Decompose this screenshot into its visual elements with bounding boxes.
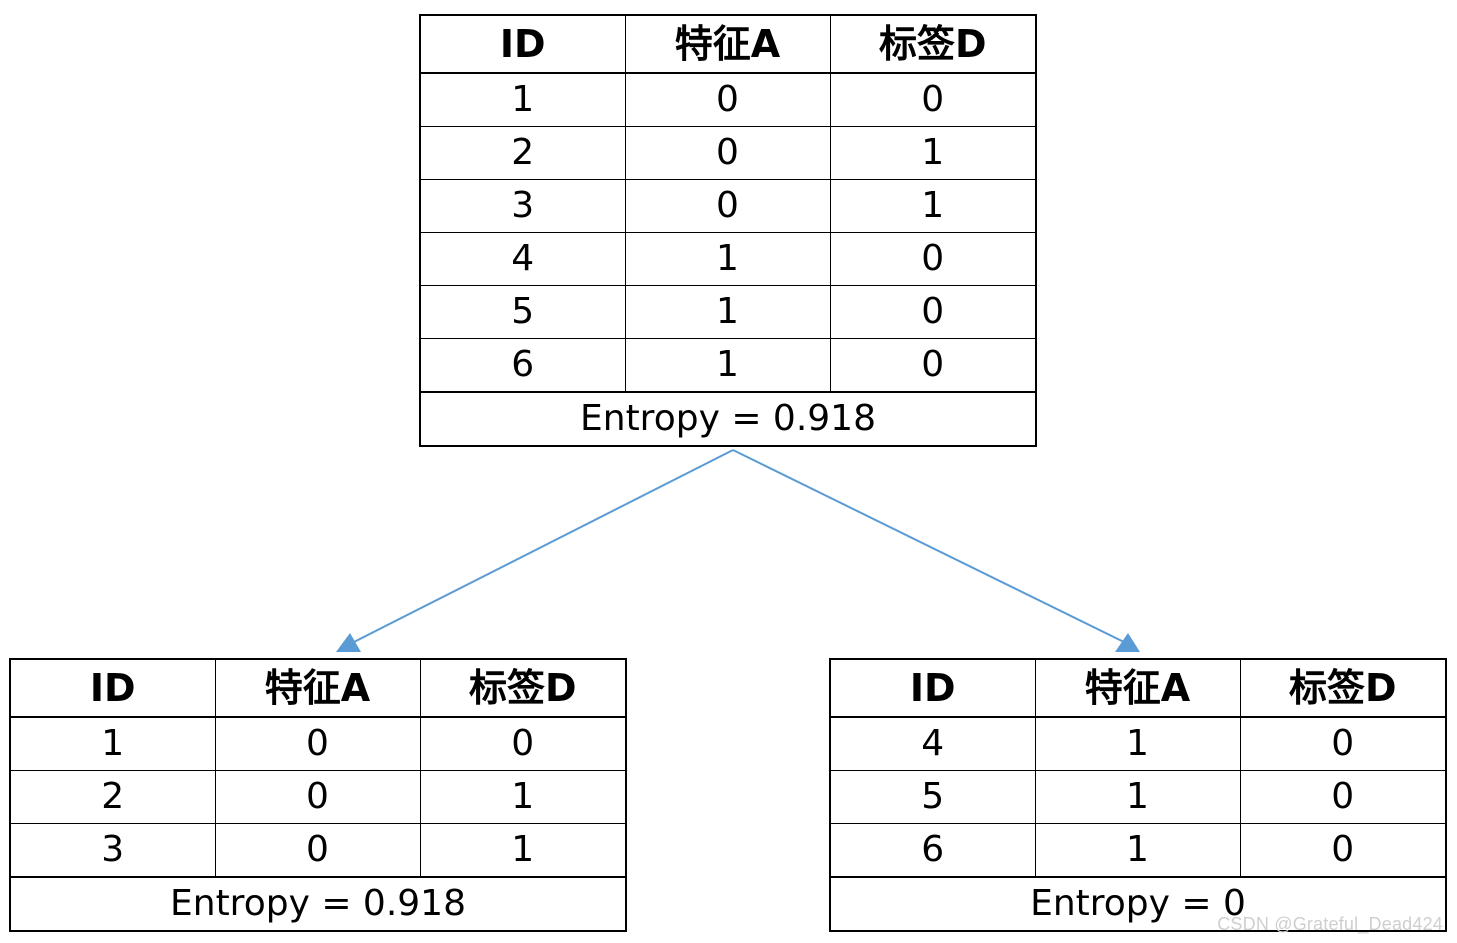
cell-id: 5 bbox=[419, 285, 626, 339]
cell-feature-a: 1 bbox=[1034, 770, 1241, 824]
cell-id: 2 bbox=[9, 770, 216, 824]
csdn-watermark: CSDN @Grateful_Dead424 bbox=[1217, 914, 1443, 934]
table-row: 4 1 0 bbox=[829, 716, 1447, 771]
cell-feature-a: 1 bbox=[624, 338, 831, 393]
cell-id: 1 bbox=[419, 72, 626, 127]
cell-feature-a: 0 bbox=[624, 72, 831, 127]
column-header-feature-a: 特征A bbox=[214, 658, 421, 718]
column-header-label-d: 标签D bbox=[419, 658, 627, 718]
entropy-row: Entropy = 0 bbox=[829, 876, 1447, 932]
cell-label-d: 0 bbox=[1239, 823, 1447, 878]
cell-id: 3 bbox=[9, 823, 216, 878]
header-row: ID 特征A 标签D bbox=[419, 14, 1037, 74]
cell-feature-a: 1 bbox=[624, 285, 831, 339]
cell-feature-a: 1 bbox=[1034, 716, 1241, 771]
table-row: 5 1 0 bbox=[419, 285, 1037, 339]
arrowhead-left bbox=[336, 633, 361, 652]
cell-feature-a: 0 bbox=[214, 823, 421, 878]
cell-label-d: 0 bbox=[829, 232, 1037, 286]
column-header-feature-a: 特征A bbox=[1034, 658, 1241, 718]
table-row: 3 0 1 bbox=[9, 823, 627, 878]
column-header-id: ID bbox=[419, 14, 626, 74]
cell-id: 1 bbox=[9, 716, 216, 771]
cell-label-d: 0 bbox=[419, 716, 627, 771]
cell-label-d: 1 bbox=[829, 126, 1037, 180]
cell-feature-a: 0 bbox=[214, 716, 421, 771]
cell-label-d: 0 bbox=[829, 72, 1037, 127]
cell-label-d: 1 bbox=[419, 770, 627, 824]
arrow-to-right-table bbox=[732, 449, 1129, 645]
right-subset-table: ID 特征A 标签D 4 1 0 5 1 0 6 1 0 Entropy = 0 bbox=[829, 658, 1447, 932]
table-row: 6 1 0 bbox=[829, 823, 1447, 878]
root-dataset-table: ID 特征A 标签D 1 0 0 2 0 1 3 0 1 4 1 0 5 1 0 bbox=[419, 14, 1037, 447]
table-row: 2 0 1 bbox=[9, 770, 627, 824]
cell-id: 5 bbox=[829, 770, 1036, 824]
arrowhead-right bbox=[1115, 633, 1140, 652]
cell-id: 2 bbox=[419, 126, 626, 180]
cell-id: 6 bbox=[419, 338, 626, 393]
table-row: 3 0 1 bbox=[419, 179, 1037, 233]
cell-id: 3 bbox=[419, 179, 626, 233]
table-row: 6 1 0 bbox=[419, 338, 1037, 393]
cell-label-d: 0 bbox=[1239, 716, 1447, 771]
entropy-row: Entropy = 0.918 bbox=[9, 876, 627, 932]
cell-label-d: 0 bbox=[829, 285, 1037, 339]
column-header-id: ID bbox=[829, 658, 1036, 718]
cell-feature-a: 0 bbox=[624, 179, 831, 233]
cell-feature-a: 1 bbox=[624, 232, 831, 286]
cell-label-d: 0 bbox=[1239, 770, 1447, 824]
table-row: 2 0 1 bbox=[419, 126, 1037, 180]
cell-feature-a: 0 bbox=[624, 126, 831, 180]
cell-id: 4 bbox=[419, 232, 626, 286]
cell-id: 6 bbox=[829, 823, 1036, 878]
table-row: 5 1 0 bbox=[829, 770, 1447, 824]
entropy-row: Entropy = 0.918 bbox=[419, 391, 1037, 447]
column-header-feature-a: 特征A bbox=[624, 14, 831, 74]
cell-feature-a: 1 bbox=[1034, 823, 1241, 878]
entropy-value: Entropy = 0 bbox=[829, 876, 1447, 932]
header-row: ID 特征A 标签D bbox=[829, 658, 1447, 718]
cell-feature-a: 0 bbox=[214, 770, 421, 824]
header-row: ID 特征A 标签D bbox=[9, 658, 627, 718]
arrow-to-left-table bbox=[349, 449, 734, 645]
entropy-value: Entropy = 0.918 bbox=[9, 876, 627, 932]
cell-label-d: 1 bbox=[829, 179, 1037, 233]
table-row: 1 0 0 bbox=[9, 716, 627, 771]
entropy-value: Entropy = 0.918 bbox=[419, 391, 1037, 447]
table-row: 4 1 0 bbox=[419, 232, 1037, 286]
column-header-label-d: 标签D bbox=[829, 14, 1037, 74]
cell-label-d: 1 bbox=[419, 823, 627, 878]
column-header-id: ID bbox=[9, 658, 216, 718]
cell-label-d: 0 bbox=[829, 338, 1037, 393]
column-header-label-d: 标签D bbox=[1239, 658, 1447, 718]
cell-id: 4 bbox=[829, 716, 1036, 771]
left-subset-table: ID 特征A 标签D 1 0 0 2 0 1 3 0 1 Entropy = 0… bbox=[9, 658, 627, 932]
table-row: 1 0 0 bbox=[419, 72, 1037, 127]
